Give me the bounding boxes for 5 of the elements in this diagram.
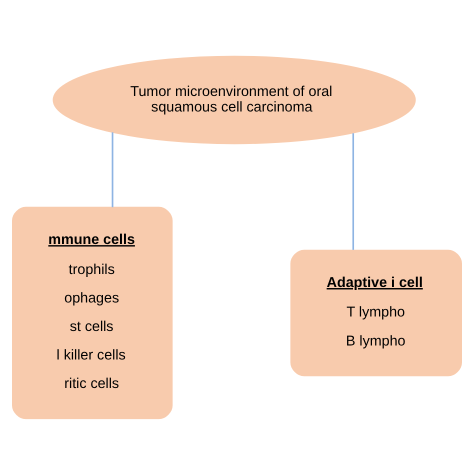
node-ellipse: Tumor microenvironment of oral squamous cell carcinoma	[52, 55, 416, 144]
node-box: mmune cells trophils ophages st cells l killer cells ritic cells	[12, 206, 173, 419]
connector	[112, 132, 114, 207]
connector	[352, 132, 354, 250]
node-box: Adaptive i cell T lympho B lympho	[290, 249, 462, 376]
